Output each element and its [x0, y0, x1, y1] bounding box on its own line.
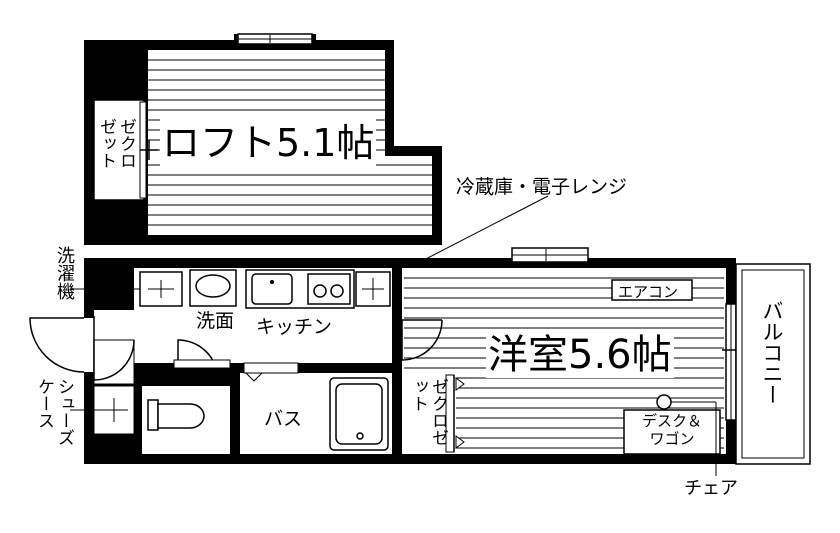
balcony — [735, 263, 811, 465]
western-room-label: 洋室5.6帖 — [486, 332, 674, 378]
loft-label: ロフト5.1帖 — [160, 115, 377, 171]
loft-label-wrap: ロフト5.1帖 — [160, 115, 377, 171]
loft-closet-label-wrap: ゼクロゼット — [96, 118, 136, 169]
chair — [656, 394, 672, 410]
kitchen-label: キッチン — [256, 316, 333, 338]
loft-closet-label: ゼクロゼット — [96, 118, 136, 169]
fridge-label: 冷蔵庫・電子レンジ — [456, 176, 628, 198]
toilet — [147, 399, 205, 431]
desk-label: デスク＆ ワゴン — [626, 412, 718, 448]
washing-machine-label: 洗濯機 — [54, 246, 75, 300]
fridge-label-wrap: 冷蔵庫・電子レンジ — [456, 176, 628, 198]
desk-label-line1: デスク＆ — [641, 412, 702, 430]
chair-label: チェア — [684, 478, 738, 499]
room-closet-label: ゼクロゼット — [408, 378, 448, 446]
loft-closet — [93, 99, 145, 201]
shoe-case-label: シューズケース — [34, 378, 74, 446]
desk-label-line2: ワゴン — [649, 430, 695, 448]
balcony-label: バルコニー — [760, 300, 784, 405]
desk — [623, 409, 721, 455]
room-door — [401, 319, 443, 361]
sink — [251, 273, 293, 305]
washroom-label: 洗面 — [196, 310, 235, 332]
aircon — [611, 279, 693, 301]
fridge-leader — [419, 195, 549, 263]
aircon-label: エアコン — [618, 283, 679, 301]
toilet-door — [177, 339, 219, 381]
entrance-door — [29, 317, 85, 373]
bath-label: バス — [264, 408, 303, 430]
